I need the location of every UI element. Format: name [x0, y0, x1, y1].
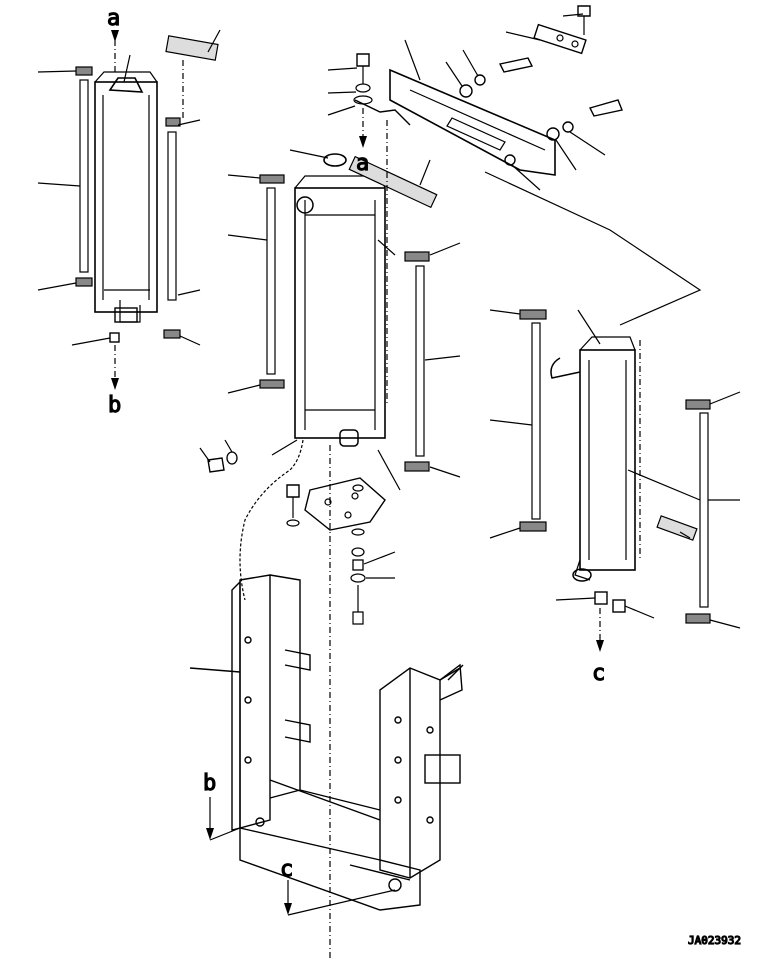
seal-block [685, 613, 711, 624]
drain-hose-group [199, 439, 304, 601]
label-a-mid: a [356, 151, 369, 176]
label-c-right: c [592, 661, 605, 686]
label-b-left: b [108, 393, 121, 418]
radiator-frame [189, 574, 464, 916]
left-radiator [94, 71, 158, 323]
left-radiator-group [37, 29, 221, 390]
seal-pad [656, 515, 698, 541]
seal-block [519, 521, 547, 532]
seal-block [519, 309, 547, 320]
seal-block [75, 277, 93, 287]
label-c-frame: c [280, 857, 293, 882]
seal-strip [415, 265, 425, 457]
center-radiator-group [227, 120, 461, 960]
label-b-frame: b [203, 771, 216, 796]
right-aftercooler-group [489, 309, 741, 652]
aftercooler [550, 336, 636, 582]
seal-strip [266, 187, 276, 375]
seal-block [404, 251, 430, 262]
seal-strip [699, 412, 709, 608]
seal-pad [348, 155, 438, 209]
seal-block [404, 461, 430, 472]
seal-block [259, 174, 285, 184]
seal-block [163, 329, 181, 339]
seal-block [165, 117, 181, 127]
top-bracket-assembly [327, 5, 702, 326]
drain-plug [109, 332, 120, 343]
seal-pad [165, 35, 219, 61]
seal-block [259, 379, 285, 389]
seal-block [685, 399, 711, 410]
seal-strip [79, 79, 89, 273]
mount-plate-group [286, 477, 396, 625]
drawing-code: JA023932 [688, 934, 741, 947]
radiator-cap [323, 153, 347, 167]
seal-strip [531, 322, 541, 520]
bolt [356, 53, 370, 67]
label-a-top: a [107, 6, 120, 31]
seal-block [75, 66, 93, 76]
center-radiator [294, 175, 386, 447]
seal-strip [167, 131, 177, 301]
